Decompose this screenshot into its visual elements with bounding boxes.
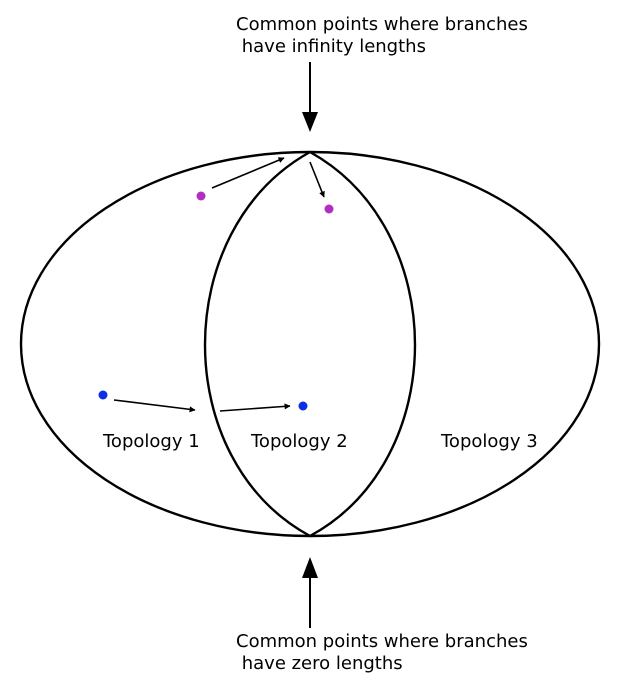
- lens-right-arc: [309, 150, 417, 538]
- outer-ellipse: [19, 150, 601, 538]
- arrow-magenta-right: [309, 161, 325, 198]
- arrow-magenta-left: [211, 157, 285, 189]
- point-magenta-left: [196, 191, 206, 201]
- point-magenta-right: [324, 204, 334, 214]
- region-label-topology-1: Topology 1: [102, 431, 200, 452]
- point-blue-right: [298, 401, 308, 411]
- bottom-annotation-line1: Common points where branches: [236, 631, 528, 652]
- bottom-annotation-line2: have zero lengths: [236, 653, 403, 674]
- top-annotation-line2: have infinity lengths: [236, 36, 426, 57]
- region-label-topology-2: Topology 2: [250, 431, 348, 452]
- arrow-blue-right: [219, 403, 291, 412]
- bottom-pointer-arrow: [302, 557, 318, 628]
- lens-left-arc: [203, 150, 311, 538]
- arrow-blue-left: [113, 399, 196, 413]
- point-blue-left: [98, 390, 108, 400]
- top-annotation-line1: Common points where branches: [236, 14, 528, 35]
- top-pointer-arrow: [302, 62, 318, 132]
- region-label-topology-3: Topology 3: [440, 431, 538, 452]
